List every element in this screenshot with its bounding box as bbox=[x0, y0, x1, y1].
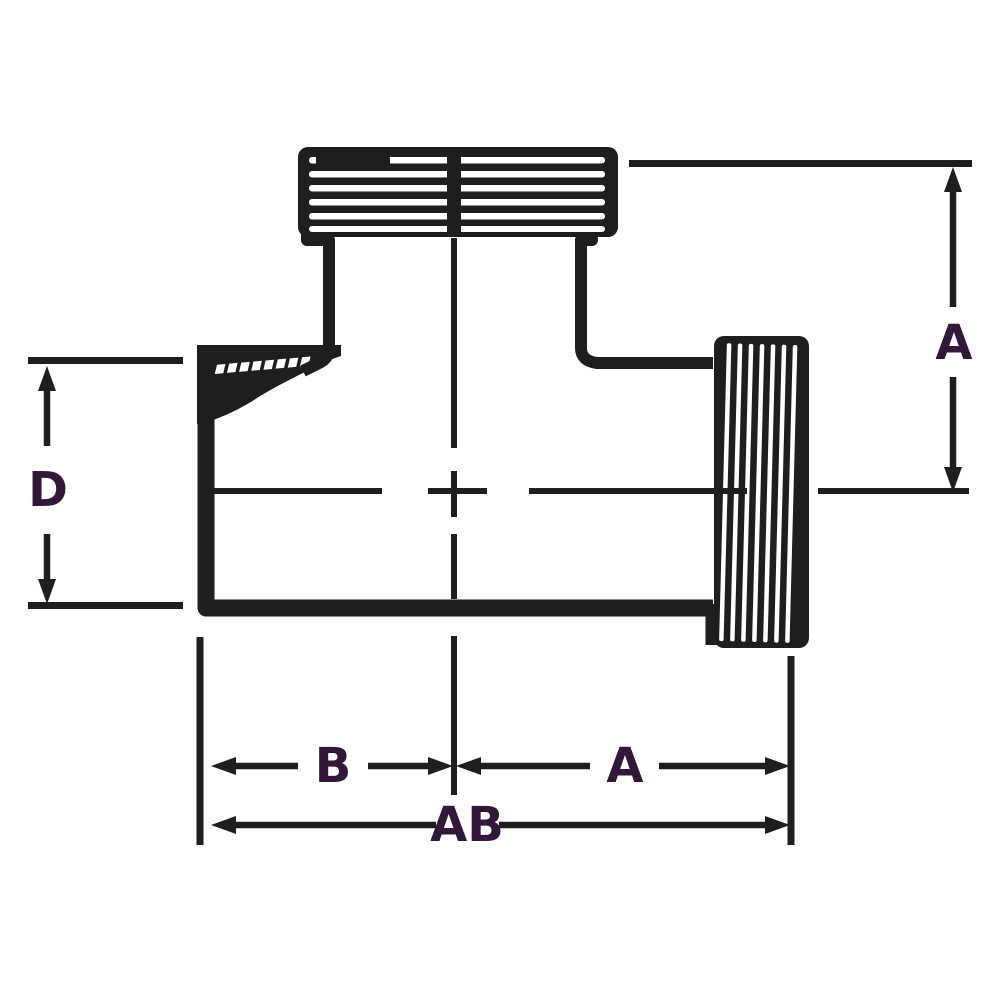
dim-a-vertical: A bbox=[629, 160, 973, 492]
hatch-dash bbox=[214, 363, 226, 374]
hatch-dash bbox=[287, 357, 299, 368]
extension-line bbox=[28, 357, 183, 364]
dim-a-horizontal: A bbox=[456, 738, 790, 794]
dim-label-ab: AB bbox=[430, 797, 504, 853]
thread-stripe bbox=[763, 344, 776, 643]
extension-line bbox=[629, 160, 972, 167]
body-left-bottom-edge bbox=[197, 350, 713, 617]
top-branch-neck-right bbox=[575, 233, 713, 369]
dim-d: D bbox=[28, 357, 183, 609]
arrow-right-icon bbox=[765, 757, 790, 775]
hatch-dash bbox=[251, 360, 262, 371]
dim-label-a-horizontal: A bbox=[606, 738, 643, 794]
thread-stripe bbox=[752, 344, 765, 643]
arrow-left-icon bbox=[211, 757, 236, 775]
extension-line bbox=[28, 602, 183, 609]
thread-stripe bbox=[741, 343, 754, 642]
arrow-up-icon bbox=[944, 167, 962, 192]
dim-label-d: D bbox=[28, 462, 68, 518]
bottom-extension-lines bbox=[196, 637, 795, 845]
arrow-up-icon bbox=[38, 366, 56, 391]
arrow-right-icon bbox=[765, 816, 790, 834]
shoulder-hatch-marks bbox=[214, 356, 311, 374]
hatch-dash bbox=[263, 359, 275, 370]
hatch-dash bbox=[239, 361, 250, 372]
dim-b: B bbox=[211, 738, 453, 794]
top-branch-neck-left bbox=[300, 233, 335, 377]
arrow-down-icon bbox=[944, 467, 962, 492]
arrow-left-icon bbox=[211, 816, 236, 834]
thread-stripe bbox=[785, 344, 798, 643]
hatch-dash bbox=[275, 358, 287, 369]
arrow-left-icon bbox=[456, 757, 481, 775]
body-outline bbox=[197, 233, 719, 645]
thread-highlight-mark bbox=[316, 155, 390, 164]
top-threaded-port bbox=[298, 147, 618, 237]
dim-label-b: B bbox=[315, 738, 352, 794]
hatch-dash bbox=[226, 362, 238, 373]
thread-stripe bbox=[774, 344, 787, 643]
top-port-centerband bbox=[447, 147, 461, 237]
dim-ab: AB bbox=[211, 797, 790, 853]
arrow-down-icon bbox=[38, 579, 56, 604]
dim-label-a-vertical: A bbox=[935, 315, 972, 371]
arrow-right-icon bbox=[428, 757, 453, 775]
